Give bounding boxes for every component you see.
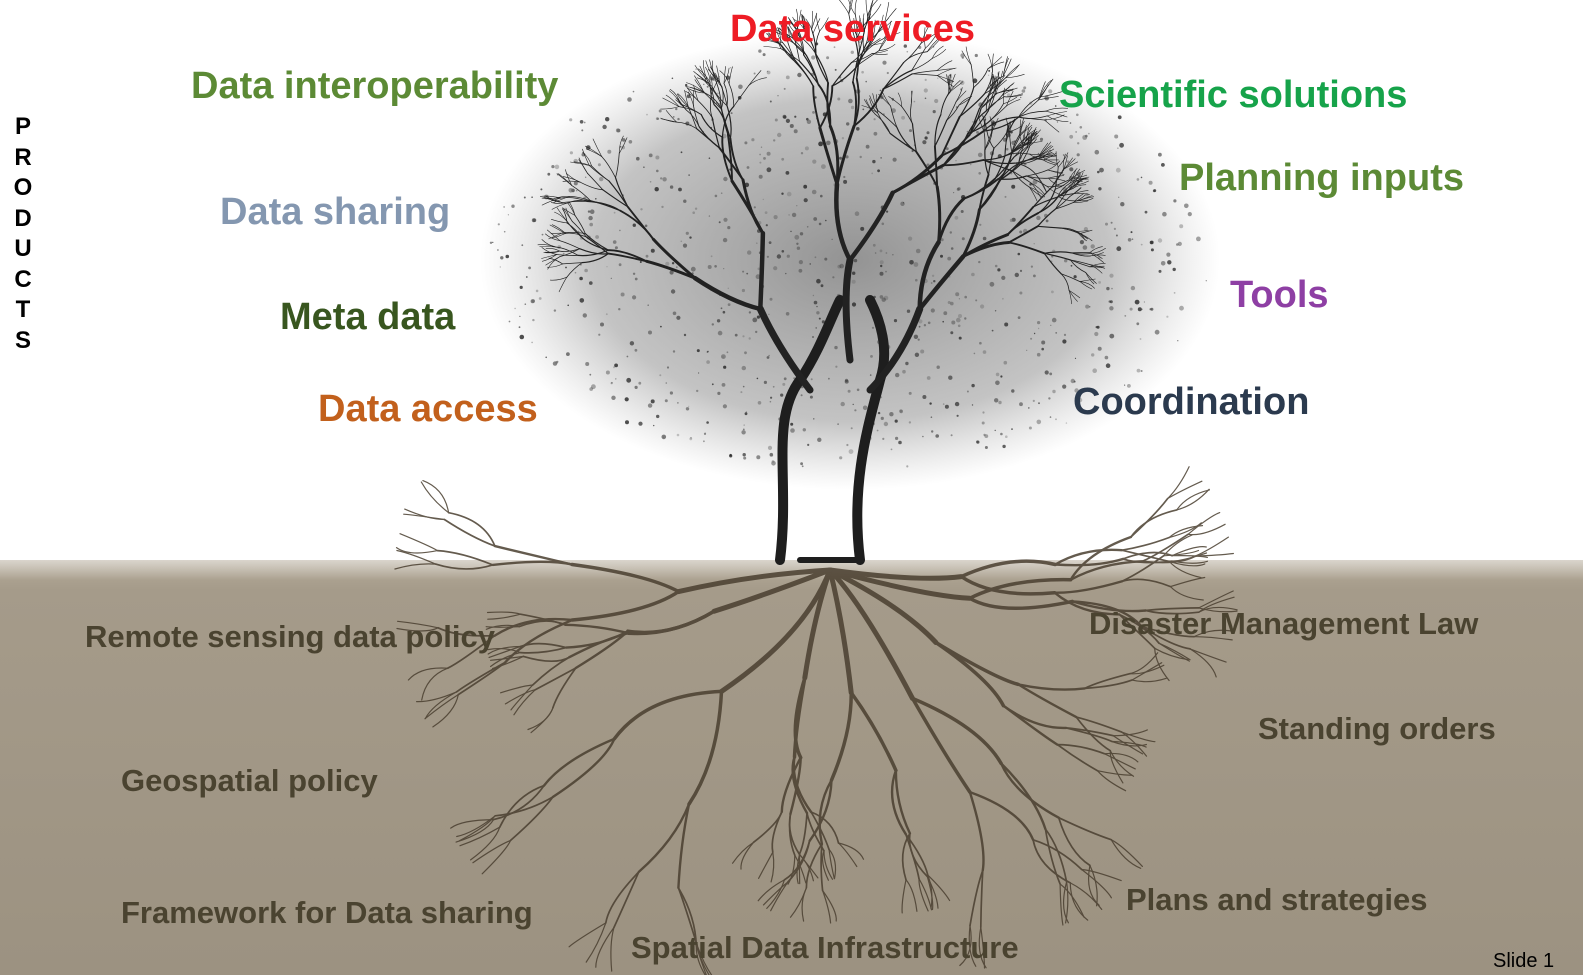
label-data-services: Data services — [730, 8, 976, 50]
label-planning-inputs: Planning inputs — [1179, 157, 1464, 199]
side-label-letter: R — [14, 143, 32, 171]
label-disaster-management-law: Disaster Management Law — [1089, 606, 1479, 641]
label-data-interoperability: Data interoperability — [191, 65, 559, 107]
label-plans-and-strategies: Plans and strategies — [1126, 882, 1428, 917]
label-scientific-solutions: Scientific solutions — [1059, 74, 1408, 116]
tree-trunk — [775, 295, 890, 565]
label-coordination: Coordination — [1073, 381, 1310, 423]
label-meta-data: Meta data — [280, 296, 456, 338]
label-geospatial-policy: Geospatial policy — [121, 763, 378, 798]
label-framework-data-sharing: Framework for Data sharing — [121, 895, 533, 930]
label-tools: Tools — [1230, 274, 1329, 316]
side-label-letter: P — [14, 113, 31, 140]
tree-branches — [537, 0, 1106, 394]
side-label-letter: D — [14, 204, 32, 232]
side-label-letter: O — [13, 174, 33, 201]
label-data-sharing: Data sharing — [220, 191, 451, 233]
side-label-letter: T — [15, 296, 31, 323]
label-standing-orders: Standing orders — [1258, 711, 1496, 746]
side-label-letter: U — [14, 235, 32, 262]
label-data-access: Data access — [318, 388, 538, 430]
side-label-letter: C — [14, 265, 32, 293]
tree-roots — [394, 466, 1238, 975]
label-spatial-data-infrastructure: Spatial Data Infrastructure — [631, 930, 1019, 965]
slide-number: Slide 1 — [1493, 950, 1555, 972]
label-remote-sensing-data-policy: Remote sensing data policy — [85, 619, 495, 654]
foliage-speckles — [489, 40, 1208, 468]
side-label-letter: S — [14, 326, 31, 354]
